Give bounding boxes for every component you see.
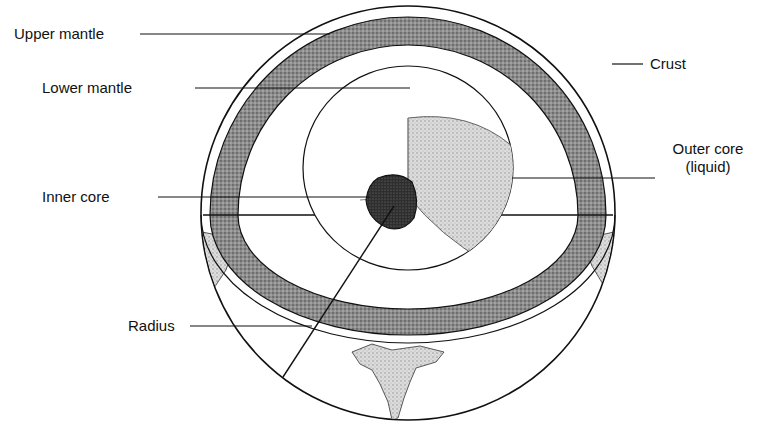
part-label: Inner core <box>42 188 110 206</box>
upper-mantle-band <box>210 17 606 335</box>
leader-lines <box>140 34 655 326</box>
radius-line <box>283 206 394 377</box>
part-label: Crust <box>650 55 686 73</box>
part-label: Radius <box>128 317 175 335</box>
part-label: Upper mantle <box>14 25 104 43</box>
outer-core-cutaway <box>408 117 520 280</box>
part-label: Outer core (liquid) <box>662 140 754 176</box>
earth-sphere <box>201 6 615 420</box>
inner-core <box>366 175 417 229</box>
part-label: Lower mantle <box>42 79 132 97</box>
